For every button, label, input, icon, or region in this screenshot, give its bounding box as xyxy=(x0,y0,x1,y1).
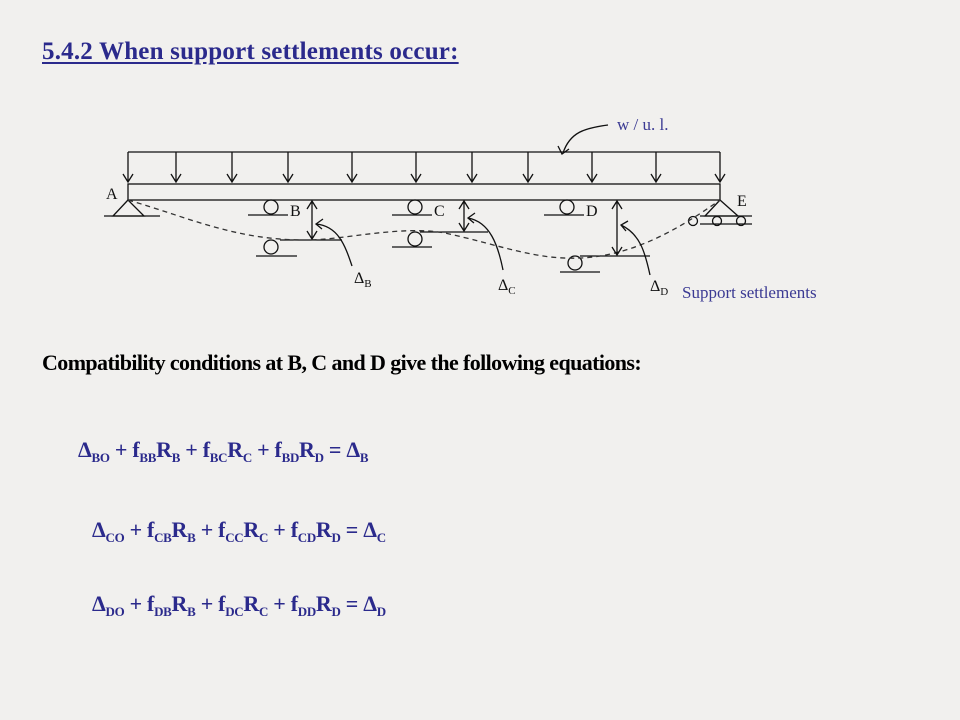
equation-operator: + xyxy=(195,517,219,542)
support-label-b: B xyxy=(290,203,301,220)
equation-operator: + xyxy=(195,591,219,616)
equation-subscript: C xyxy=(258,530,269,545)
load-label: w / u. l. xyxy=(617,115,668,134)
distributed-load xyxy=(122,151,726,184)
support-b xyxy=(248,199,342,257)
equation-symbol: Δ xyxy=(346,437,360,462)
equation-symbol: Δ xyxy=(78,437,92,462)
equation-symbol: f xyxy=(132,437,140,462)
equation-symbol: f xyxy=(218,591,226,616)
equation-symbol: R xyxy=(315,517,332,542)
delta-b-label: ΔB xyxy=(354,270,372,290)
equation-subscript: BD xyxy=(281,450,300,465)
equation-subscript: C xyxy=(242,450,252,465)
equation-subscript: D xyxy=(314,450,324,465)
beam xyxy=(127,183,721,201)
equation-symbol: f xyxy=(274,437,282,462)
equation-symbol: R xyxy=(156,437,172,462)
support-label-c: C xyxy=(434,203,445,220)
equation-subscript: BO xyxy=(91,450,110,465)
equation-symbol: Δ xyxy=(92,591,106,616)
equation-subscript: CC xyxy=(225,530,244,545)
slide-title: 5.4.2 When support settlements occur: xyxy=(42,38,459,65)
delta-d-label: ΔD xyxy=(650,278,668,298)
equation-subscript: D xyxy=(331,604,341,619)
equation-symbol: R xyxy=(315,591,332,616)
equation-symbol: f xyxy=(147,591,155,616)
support-label-a: A xyxy=(106,186,118,203)
equation-operator: = xyxy=(340,591,364,616)
equation-d: ΔDO + fDBRB + fDCRC + fDDRD = ΔD xyxy=(92,591,386,619)
beam-settlement-diagram: w / u. l. A E B C xyxy=(104,115,817,302)
equation-subscript: B xyxy=(171,450,181,465)
equation-operator: + xyxy=(268,517,291,542)
equation-operator: = xyxy=(323,437,347,462)
equation-b: ΔBO + fBBRB + fBCRC + fBDRD = ΔB xyxy=(78,437,369,465)
equation-subscript: BB xyxy=(139,450,157,465)
support-a-pin xyxy=(104,199,160,217)
equation-symbol: R xyxy=(243,517,259,542)
support-d xyxy=(544,199,650,273)
equation-subscript: DO xyxy=(105,604,125,619)
equation-symbol: f xyxy=(290,517,298,542)
equation-operator: + xyxy=(109,437,133,462)
equation-operator: + xyxy=(268,591,291,616)
compatibility-intro: Compatibility conditions at B, C and D g… xyxy=(42,350,642,375)
equation-symbol: f xyxy=(218,517,226,542)
equation-subscript: CB xyxy=(154,530,172,545)
equation-symbol: R xyxy=(299,437,315,462)
equation-symbol: R xyxy=(171,591,188,616)
equation-operator: + xyxy=(180,437,203,462)
equation-symbol: R xyxy=(171,517,188,542)
load-arrows xyxy=(122,152,726,184)
equation-subscript: C xyxy=(258,604,269,619)
equation-symbol: Δ xyxy=(363,591,377,616)
settlement-dimensions xyxy=(306,199,623,257)
equation-c: ΔCO + fCBRB + fCCRC + fCDRD = ΔC xyxy=(92,517,386,545)
equation-symbol: R xyxy=(227,437,243,462)
equation-symbol: Δ xyxy=(363,517,377,542)
equation-symbol: f xyxy=(290,591,298,616)
equation-subscript: B xyxy=(359,450,369,465)
equation-subscript: D xyxy=(376,604,386,619)
delta-leaders xyxy=(314,212,651,276)
equation-subscript: DB xyxy=(154,604,172,619)
equation-operator: = xyxy=(340,517,364,542)
equation-subscript: CO xyxy=(105,530,125,545)
deflected-shape xyxy=(127,199,721,259)
delta-c-label: ΔC xyxy=(498,277,516,297)
support-c xyxy=(392,199,488,248)
support-label-d: D xyxy=(586,203,598,220)
equation-subscript: B xyxy=(187,530,196,545)
equation-operator: + xyxy=(251,437,275,462)
equation-subscript: CD xyxy=(297,530,316,545)
equation-subscript: DD xyxy=(297,604,316,619)
equation-subscript: D xyxy=(331,530,341,545)
equation-symbol: f xyxy=(147,517,155,542)
equation-subscript: DC xyxy=(225,604,244,619)
support-label-e: E xyxy=(737,193,747,210)
equation-operator: + xyxy=(124,591,148,616)
equation-symbol: f xyxy=(202,437,210,462)
equation-symbol: Δ xyxy=(92,517,106,542)
equation-symbol: R xyxy=(243,591,259,616)
load-label-leader xyxy=(557,124,609,155)
equation-subscript: B xyxy=(187,604,196,619)
settlements-label: Support settlements xyxy=(682,283,817,302)
equation-operator: + xyxy=(124,517,148,542)
equation-subscript: C xyxy=(376,530,386,545)
equation-subscript: BC xyxy=(209,450,228,465)
